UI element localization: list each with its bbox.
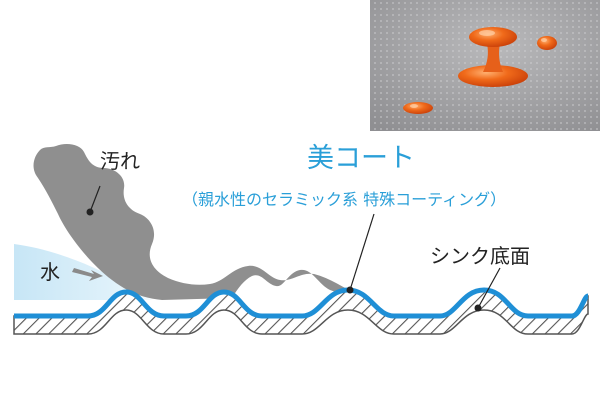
coat-title: 美コート [307,143,415,174]
dot-icon [346,286,354,294]
coat-subtitle: （親水性のセラミック系 特殊コーティング） [182,190,506,209]
dirt-leader-line [89,185,101,213]
dot-icon [86,208,94,216]
water-label: 水 [40,260,60,284]
dirt-label: 汚れ [100,149,140,173]
large-droplet-top [469,27,517,47]
sink-leader-line [477,267,501,309]
coat-leader-line [349,213,375,291]
small-droplet-left-highlight [410,104,418,108]
dirt-shape [33,144,361,300]
small-droplet-right [537,36,557,50]
large-droplet-base [458,65,528,87]
coating-layer [14,287,590,319]
right-arrow-icon [72,268,103,281]
small-droplet-right-highlight [541,38,547,42]
small-droplet-left [403,102,433,114]
sink-bottom-label: シンク底面 [430,244,530,268]
large-droplet-stem [483,44,503,72]
droplet-photo [370,0,600,131]
large-droplet-highlight [479,30,495,36]
dot-icon [474,304,482,312]
